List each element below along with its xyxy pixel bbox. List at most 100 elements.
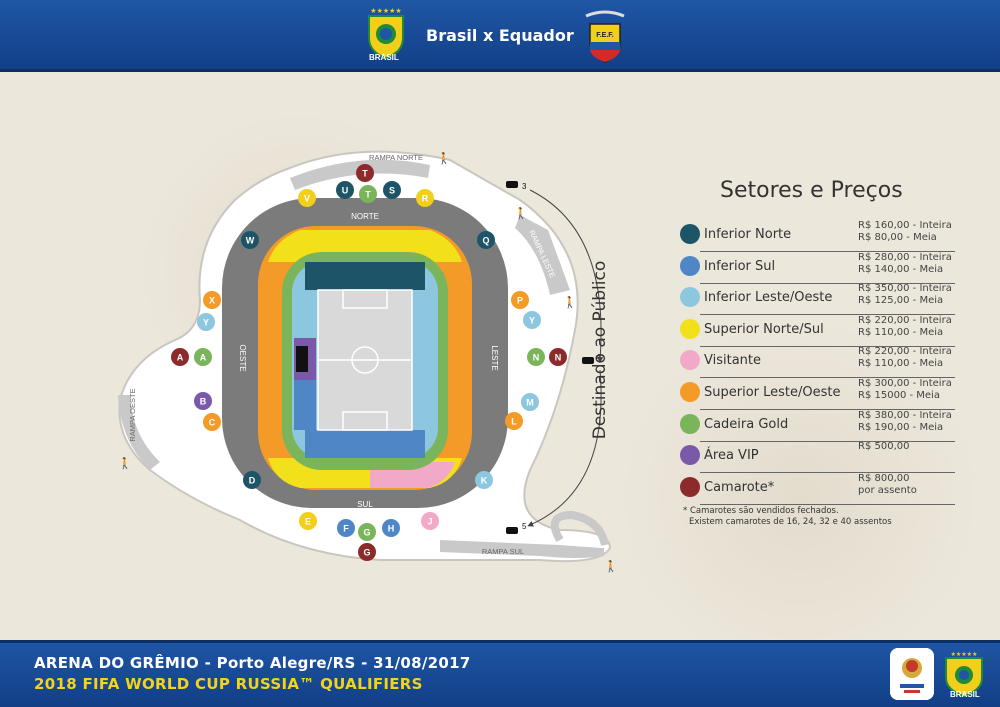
- gate-marker: [194, 348, 212, 366]
- fef-label: F.E.F.: [596, 32, 614, 39]
- ramp-north-label: RAMPA NORTE: [369, 153, 423, 162]
- gate-letter: F: [343, 524, 349, 534]
- footer-bar: ARENA DO GRÊMIO - Porto Alegre/RS - 31/0…: [0, 640, 1000, 707]
- legend-title: Setores e Preços: [720, 178, 903, 203]
- ramp-south-label: RAMPA SUL: [482, 547, 524, 556]
- gate-marker: [197, 313, 215, 331]
- note-line-2: Existem camarotes de 16, 24, 32 e 40 ass…: [689, 517, 892, 527]
- gate-marker: [194, 392, 212, 410]
- cup-line: 2018 FIFA WORLD CUP RUSSIA™ QUALIFIERS: [34, 675, 423, 693]
- gate-letter: G: [363, 528, 370, 538]
- gate-marker: [203, 413, 221, 431]
- pedestrian-icon: 🚶: [604, 560, 618, 573]
- gate-j: J: [421, 512, 439, 530]
- gate-letter: A: [200, 353, 207, 363]
- gate-letter: U: [342, 186, 349, 196]
- gate-x: X: [203, 291, 221, 309]
- sector-color-swatch: [680, 287, 700, 308]
- sector-name: Camarote*: [704, 479, 775, 495]
- sector-name: Cadeira Gold: [704, 416, 789, 432]
- gate-m: M: [521, 393, 539, 411]
- gate-t: T: [359, 185, 377, 203]
- gate-marker: [356, 164, 374, 182]
- gate-f: F: [337, 519, 355, 537]
- gate-w: W: [241, 231, 259, 249]
- gate-letter: J: [427, 517, 432, 527]
- fef-crest-icon: F.E.F.: [585, 10, 625, 63]
- gate-c: C: [203, 413, 221, 431]
- gate-marker: [358, 543, 376, 561]
- gate-letter: R: [422, 194, 429, 204]
- gate-letter: B: [200, 397, 207, 407]
- gate-g: G: [358, 543, 376, 561]
- gate-marker: [511, 291, 529, 309]
- pedestrian-icon: 🚶: [563, 296, 577, 309]
- legend-divider: [700, 377, 955, 379]
- gate-marker: [241, 231, 259, 249]
- gate-marker: [477, 231, 495, 249]
- ramp-north: [290, 159, 430, 190]
- match-title: Brasil x Equador: [426, 26, 574, 45]
- ramp-west-label: RAMPA OESTE: [128, 388, 137, 441]
- gate-marker: [243, 471, 261, 489]
- sector-color-swatch: [680, 350, 700, 371]
- gate-letter: X: [209, 296, 215, 306]
- sector-name: Superior Norte/Sul: [704, 321, 824, 337]
- legend-divider: [700, 251, 955, 252]
- gate-h: H: [382, 519, 400, 537]
- sector-name: Inferior Norte: [704, 227, 792, 242]
- ramp-east: [515, 215, 570, 295]
- gate-letter: H: [388, 524, 395, 534]
- gate-u: U: [336, 181, 354, 199]
- gate-y: Y: [197, 313, 215, 331]
- sector-name: Superior Leste/Oeste: [704, 385, 841, 400]
- legend-divider: [700, 503, 955, 505]
- sector-color-swatch: [680, 382, 700, 402]
- sector-color-swatch: [680, 413, 700, 434]
- ramp-south: [440, 540, 604, 558]
- gate-l: L: [505, 412, 523, 430]
- header-bar: ★★★★★ BRASIL Brasil x Equador F.E.F.: [0, 0, 1000, 72]
- gate-b: B: [194, 392, 212, 410]
- sector-name: Inferior Leste/Oeste: [704, 290, 833, 306]
- gate-d: D: [243, 471, 261, 489]
- gate-e: E: [299, 512, 317, 530]
- gate-marker: [549, 348, 567, 366]
- gate-marker: [171, 348, 189, 366]
- destination-label: Destinado ao Público: [590, 260, 610, 440]
- svg-text:★★★★★: ★★★★★: [370, 7, 401, 15]
- gate-marker: [298, 189, 316, 207]
- sector-name: Área VIP: [704, 448, 759, 464]
- sector-color-swatch: [680, 476, 700, 497]
- gate-t: T: [356, 164, 374, 182]
- gate-letter: T: [362, 169, 368, 179]
- sector-color-swatch: [680, 445, 700, 466]
- gate-letter: L: [511, 417, 517, 427]
- cbf-crest-icon: ★★★★★: [945, 651, 983, 698]
- camarote-note: * Camarotes são vendidos fechados. Exist…: [683, 506, 892, 528]
- gate-marker: [421, 512, 439, 530]
- gate-a: A: [171, 348, 189, 366]
- gate-letter: D: [249, 476, 256, 486]
- car-icon-3: 3: [506, 181, 527, 191]
- ramp-west: [118, 395, 160, 470]
- gate-letter: E: [305, 517, 311, 527]
- east-label: LESTE: [490, 345, 499, 370]
- ramp-south-curl: [550, 510, 609, 546]
- gate-marker: [337, 519, 355, 537]
- inferior-norte: [305, 262, 425, 290]
- sector-color-swatch: [680, 224, 700, 244]
- gate-letter: S: [389, 186, 395, 196]
